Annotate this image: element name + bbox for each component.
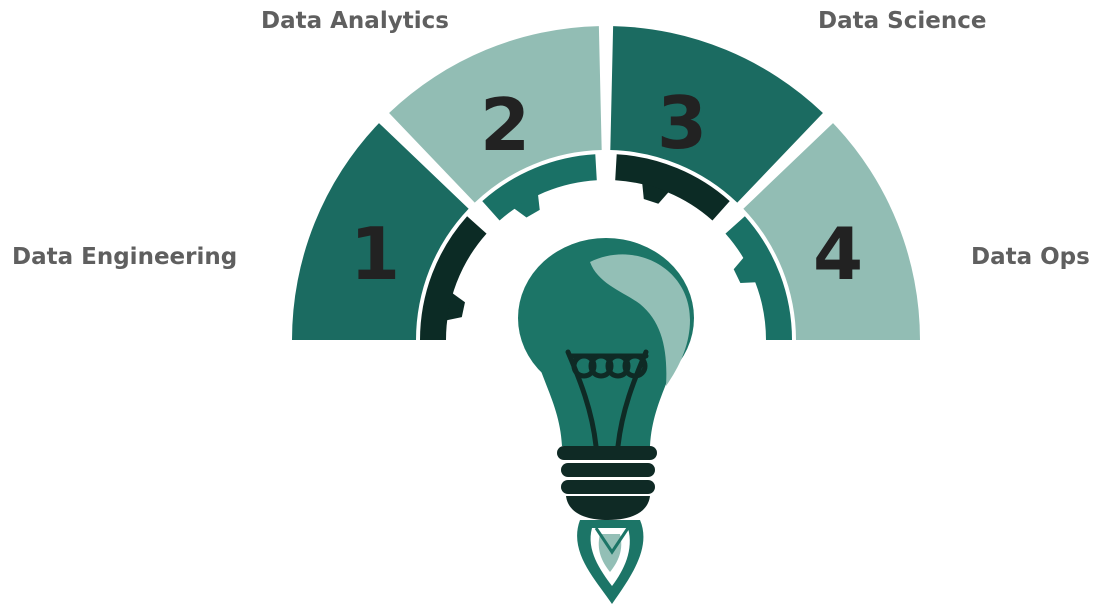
gear-icon (420, 154, 792, 340)
bulb-base (557, 446, 657, 520)
gear-band-3 (615, 154, 730, 221)
segment-3 (610, 26, 823, 203)
step-number-1: 1 (350, 212, 400, 296)
gear-band-1 (420, 216, 487, 340)
step-number-2: 2 (480, 83, 530, 167)
step-label-4: Data Ops (971, 244, 1090, 270)
segment-1 (292, 123, 469, 340)
step-label-2: Data Analytics (261, 8, 449, 34)
step-number-4: 4 (813, 212, 863, 296)
step-number-3: 3 (657, 81, 707, 165)
step-numbers: 1 2 3 4 (350, 81, 863, 296)
lightbulb-icon (518, 238, 694, 604)
gear-tooth-4 (733, 257, 757, 283)
bulb-neck (537, 360, 675, 446)
segment-4 (743, 123, 920, 340)
gear-tooth-1 (446, 292, 465, 321)
step-label-3: Data Science (818, 8, 986, 34)
step-labels: Data Engineering Data Analytics Data Sci… (12, 8, 1090, 270)
gear-tooth-3 (642, 183, 669, 204)
filament (565, 349, 649, 449)
gear-band-2 (482, 154, 597, 221)
gear-band-4 (725, 216, 792, 340)
segment-2 (389, 26, 602, 203)
arc-segments (292, 26, 920, 340)
gear-tooth-2 (513, 194, 540, 218)
bulb-highlight (590, 254, 690, 386)
rocket-flame-icon (577, 520, 644, 604)
step-label-1: Data Engineering (12, 244, 237, 270)
